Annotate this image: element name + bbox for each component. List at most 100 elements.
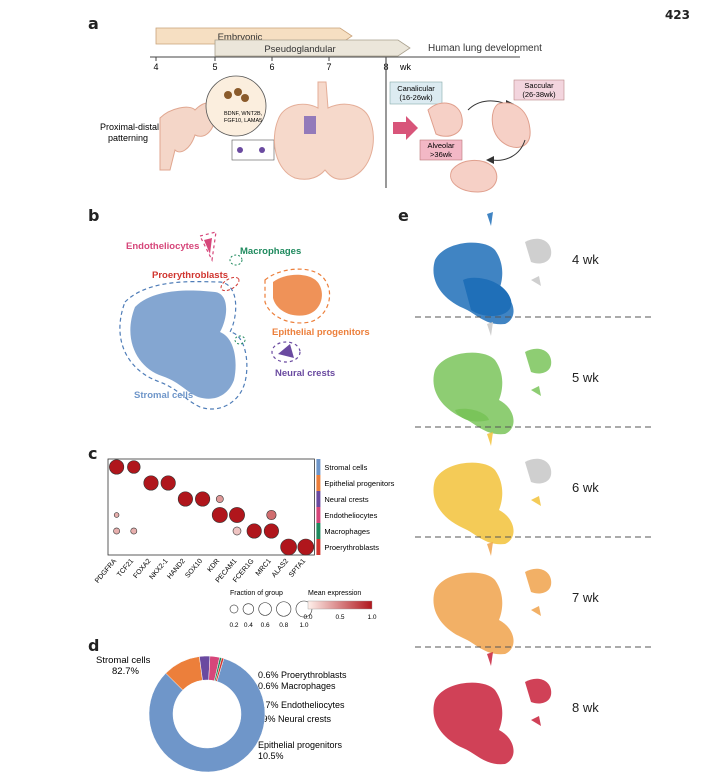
umap-week-4 — [415, 212, 655, 325]
macrophages-outline-2 — [234, 335, 246, 345]
group-label: Stromal cells — [324, 463, 367, 472]
panel-a-figure: Embryonic Pseudoglandular Human lung dev… — [100, 27, 565, 193]
umap-highlight — [531, 606, 541, 616]
dotplot-point — [195, 491, 211, 507]
umap-highlight — [433, 462, 514, 545]
umap-base — [487, 322, 493, 336]
timeline-unit: wk — [399, 62, 411, 72]
proerythroblasts-outline — [220, 276, 240, 292]
umap-week-7 — [415, 542, 655, 655]
neural-outline — [271, 341, 301, 363]
donut-label-epi-pct: 10.5% — [258, 751, 284, 761]
umap-highlight — [455, 408, 489, 422]
genes-line-2: FGF10, LAMA5 — [224, 118, 262, 124]
group-label: Macrophages — [324, 527, 370, 536]
gene-label: SPTA1 — [288, 558, 307, 579]
panel-b-label: b — [88, 206, 100, 225]
umap-highlight — [433, 572, 514, 655]
dotplot-point — [297, 538, 315, 556]
gene-label: HAND2 — [166, 558, 187, 581]
dotplot-point — [215, 495, 224, 503]
gene-label: SOX10 — [184, 558, 204, 580]
umap-week-8 — [433, 652, 552, 765]
size-legend-title: Fraction of group — [230, 590, 283, 597]
umap-highlight — [487, 542, 493, 556]
donut-label-macro: 0.6% Macrophages — [258, 681, 336, 691]
stromal-cluster — [130, 290, 236, 399]
donut-label-endo: 2.7% Endotheliocytes — [258, 700, 345, 710]
donut-label-epi: Epithelial progenitors — [258, 740, 343, 750]
neural-cluster — [278, 344, 294, 358]
donut-label-stromal: Stromal cells — [96, 655, 151, 666]
dotplot-point — [113, 512, 120, 518]
cell-dot — [224, 91, 232, 99]
alveolar-label-1: Alveolar — [427, 141, 455, 150]
umap-highlight — [531, 716, 541, 726]
dotplot-frame — [107, 458, 315, 556]
umap-base — [525, 238, 552, 264]
panel-d-donut: Stromal cells 82.7% 0.6% Proerythroblast… — [96, 655, 347, 773]
dotplot-point — [127, 460, 141, 474]
endotheliocytes-cluster — [204, 238, 212, 254]
group-label: Epithelial progenitors — [324, 479, 394, 488]
transition-arrow — [393, 116, 418, 140]
highlight-region — [304, 116, 316, 134]
size-legend-circle — [242, 603, 255, 615]
dotplot-point — [232, 526, 242, 536]
cell-dot — [234, 88, 242, 96]
donut-label-stromal-pct: 82.7% — [112, 666, 139, 677]
timeline-tick-label: 6 — [269, 62, 274, 72]
size-legend-circle — [258, 602, 272, 616]
zoom-circle — [205, 75, 267, 137]
week-label-6: 6 wk — [572, 480, 599, 495]
gene-label: NKX2-1 — [149, 558, 170, 581]
embryonic-label: Embryonic — [218, 32, 263, 43]
dotplot-point — [130, 527, 138, 535]
group-color-bar — [316, 475, 321, 491]
size-legend-circle — [229, 604, 239, 614]
umap-highlight — [487, 432, 493, 446]
pseudoglandular-arrow — [214, 39, 411, 57]
proximal-distal-2: patterning — [108, 133, 148, 143]
donut-slice — [148, 658, 266, 773]
umap-base — [531, 276, 541, 286]
panel-d-label: d — [88, 636, 100, 655]
panel-b-umap: Endotheliocytes Macrophages Proerythrobl… — [119, 231, 370, 410]
size-legend-label: 0.6 — [261, 622, 270, 629]
cell-dot — [241, 94, 249, 102]
umap-highlight — [531, 496, 541, 506]
group-color-bar — [316, 507, 321, 523]
endotheliocytes-outline — [199, 231, 217, 262]
dotplot-point — [211, 507, 228, 523]
label-endotheliocytes: Endotheliocytes — [126, 241, 199, 252]
dotplot-point — [229, 507, 245, 523]
size-legend-label: 1.0 — [299, 622, 308, 629]
alveolar-lung — [450, 160, 498, 193]
week-label-4: 4 wk — [572, 252, 599, 267]
color-legend-bar — [307, 600, 373, 610]
panel-c-label: c — [88, 444, 98, 463]
dotplot-point — [109, 459, 125, 475]
donut-label-proery: 0.6% Proerythroblasts — [258, 670, 347, 680]
gene-label: PDGFRA — [94, 558, 118, 585]
umap-week-6 — [415, 432, 655, 545]
stage-arrow-2 — [491, 139, 526, 161]
umap-highlight — [463, 277, 512, 316]
color-legend-label: 1.0 — [367, 614, 376, 621]
label-neural: Neural crests — [275, 368, 335, 379]
group-label: Proerythroblasts — [324, 543, 379, 552]
label-stromal: Stromal cells — [134, 390, 193, 401]
dotplot-point — [143, 475, 159, 491]
umap-highlight — [525, 348, 552, 374]
umap-highlight — [531, 386, 541, 396]
saccular-lung — [491, 102, 531, 148]
canalicular-lung — [427, 102, 463, 137]
label-proerythroblasts: Proerythroblasts — [152, 270, 228, 281]
alveolar-box — [419, 139, 463, 161]
size-legend-circle — [276, 601, 292, 617]
umap-week-5 — [415, 322, 655, 435]
group-color-bar — [316, 491, 321, 507]
timeline-tick-label: 5 — [212, 62, 217, 72]
canalicular-label-2: (16-26wk) — [399, 93, 433, 102]
